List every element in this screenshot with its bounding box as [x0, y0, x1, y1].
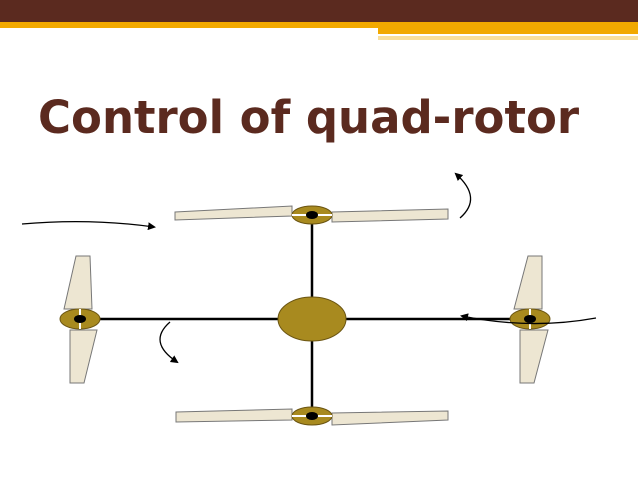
gold-band — [0, 22, 638, 28]
arrow-top-right — [454, 172, 472, 219]
rotor-right-blade-top — [513, 255, 543, 310]
arrow-lower-left — [159, 321, 179, 364]
center-hub — [277, 296, 347, 342]
rotor-bottom-pivot — [306, 412, 318, 420]
rotor-left — [59, 255, 101, 384]
slide-title: Control of quad-rotor — [38, 91, 580, 144]
rotor-bottom-blade-right — [331, 410, 449, 426]
gold-band-accent — [378, 28, 638, 34]
rotor-left-blade-top — [63, 255, 93, 310]
header-band — [0, 0, 638, 22]
rotor-top-blade-right — [331, 208, 449, 223]
rotor-top-pivot — [306, 211, 318, 219]
rotor-top-blade-left — [174, 205, 293, 221]
rotor-left-pivot — [74, 315, 86, 323]
arrow-top-left — [21, 220, 156, 231]
pale-band-accent — [378, 36, 638, 40]
rotor-bottom-blade-left — [175, 408, 293, 423]
rotor-top — [174, 205, 449, 225]
rotor-right — [509, 255, 551, 384]
rotor-left-blade-bottom — [69, 329, 98, 384]
arrow-right — [460, 313, 597, 325]
rotor-right-blade-bottom — [519, 329, 549, 384]
rotor-bottom — [175, 406, 449, 426]
rotor-right-pivot — [524, 315, 536, 323]
